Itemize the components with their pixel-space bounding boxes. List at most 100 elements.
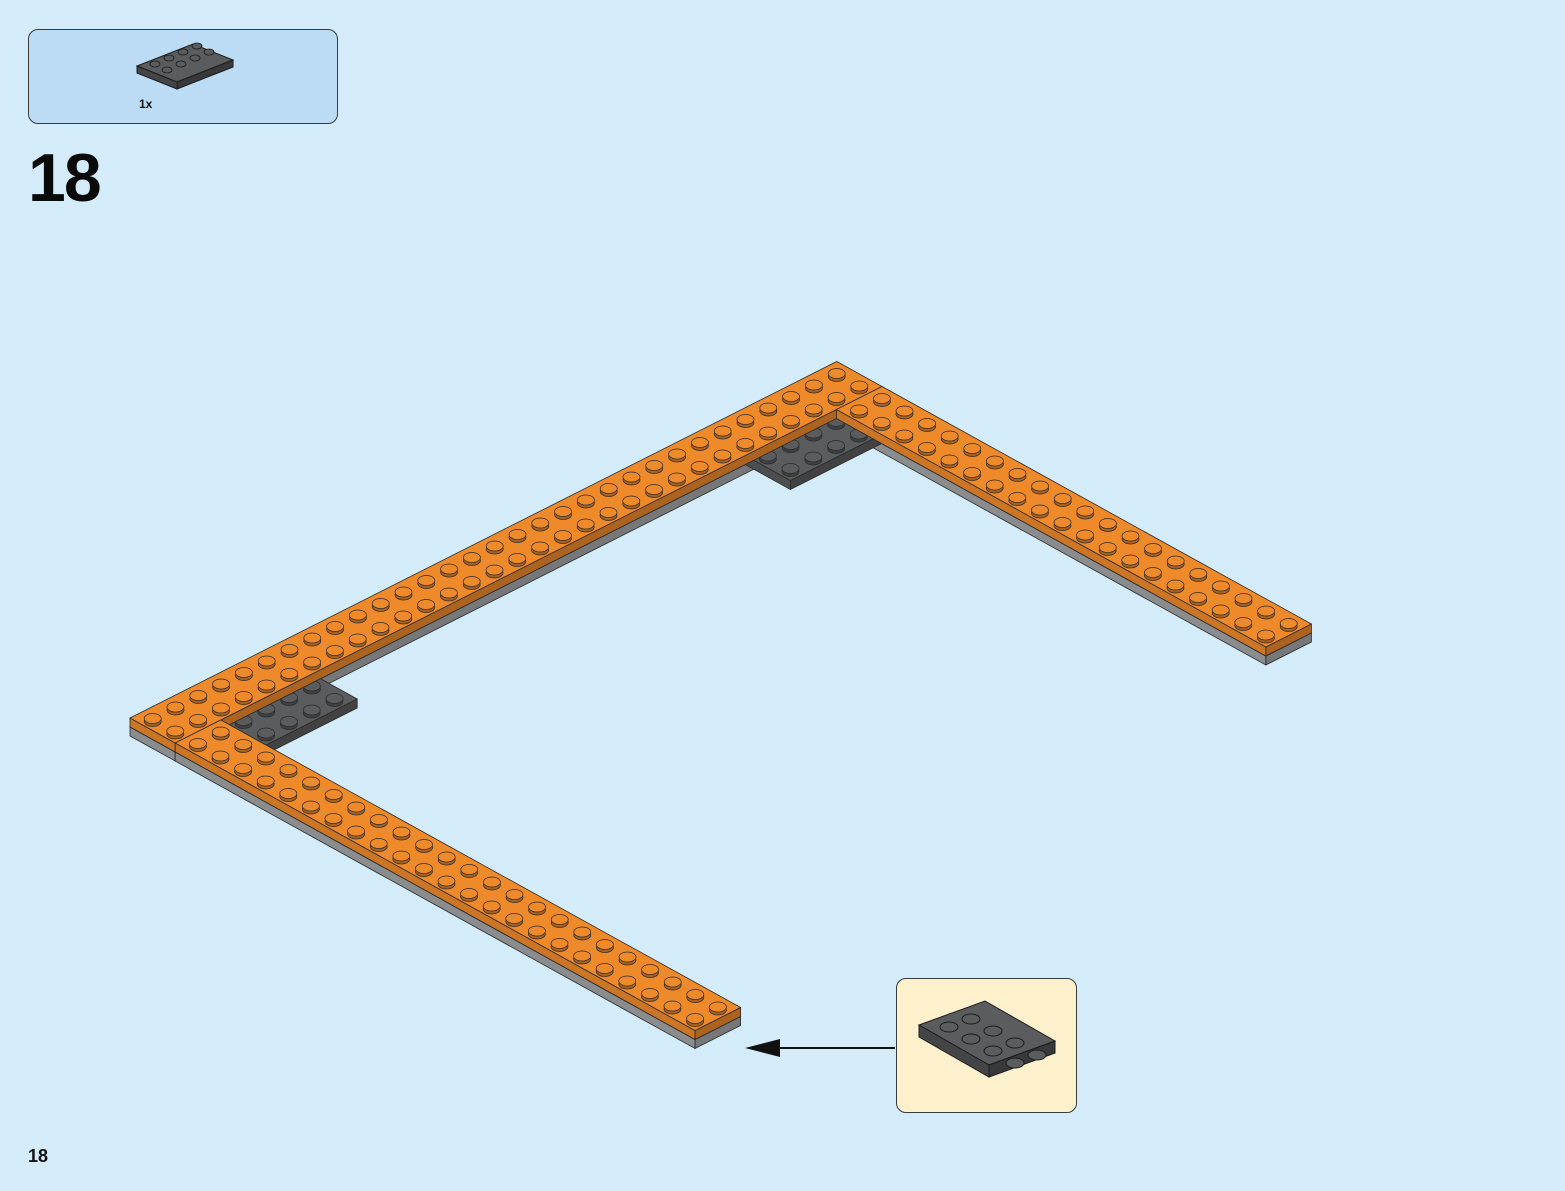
top-plate-stud [528,926,545,936]
corner-plate-stud [326,694,343,704]
top-plate-stud [737,439,754,449]
top-plate-stud [828,369,845,379]
top-plate-stud [348,826,365,836]
top-plate-stud [302,801,319,811]
top-plate-stud [463,553,480,563]
top-plate-stud [641,989,658,999]
top-plate-stud [304,633,321,643]
top-plate-stud [623,496,640,506]
top-plate-stud [349,634,366,644]
top-plate-stud [964,468,981,478]
top-plate-stud [1212,605,1229,615]
top-plate-stud [325,790,342,800]
top-plate-stud [463,577,480,587]
top-plate-stud [1167,556,1184,566]
top-plate-stud [212,751,229,761]
top-plate-stud [235,740,252,750]
top-plate-stud [212,703,229,713]
top-plate-stud [714,450,731,460]
top-plate-stud [577,519,594,529]
top-plate-stud [646,485,663,495]
top-plate-stud [1258,606,1275,616]
top-plate-stud [1190,593,1207,603]
top-plate-stud [441,564,458,574]
top-plate-stud [919,419,936,429]
top-plate-stud [281,645,298,655]
top-plate-stud [646,461,663,471]
top-plate-stud [461,889,478,899]
top-plate-stud [1099,543,1116,553]
top-plate-stud [577,495,594,505]
corner-plate-stud [782,464,799,474]
top-plate-stud [964,444,981,454]
top-plate [836,387,1311,648]
top-plate-stud [213,679,230,689]
top-plate-stud [1257,630,1274,640]
top-plate-stud [257,752,274,762]
top-plate-stud [687,990,704,1000]
top-plate-stud [1212,581,1229,591]
top-plate-stud [1145,544,1162,554]
top-plate-stud [941,455,958,465]
top-plate-stud [349,610,366,620]
top-plate-stud [619,952,636,962]
top-plate-stud [144,714,161,724]
top-plate-stud [506,914,523,924]
top-plate-stud [555,507,572,517]
base-plate-side [836,419,1265,666]
top-plate-stud [600,484,617,494]
top-plate-stud [669,449,686,459]
top-plate-stud [235,692,252,702]
top-plate [130,362,882,744]
top-plate-stud [393,851,410,861]
top-plate-stud [1167,580,1184,590]
top-plate-stud [1122,531,1139,541]
top-plate-stud [574,951,591,961]
top-plate-stud [395,611,412,621]
top-plate-stud [304,657,321,667]
top-plate-stud [1009,493,1026,503]
top-plate-stud [370,839,387,849]
top-plate-stud [1054,494,1071,504]
top-plate-stud [393,827,410,837]
top-plate-stud [325,814,342,824]
top-plate-stud [189,739,206,749]
corner-plate-stud [828,441,845,451]
top-plate-stud [506,890,523,900]
top-plate-stud [370,815,387,825]
top-plate-stud [1190,569,1207,579]
top-plate-stud [1009,469,1026,479]
corner-plate-stud [258,728,275,738]
top-plate-stud [687,1014,704,1024]
top-plate-stud [1122,555,1139,565]
top-plate-stud [737,415,754,425]
top-plate-stud [258,680,275,690]
top-plate-stud [167,702,184,712]
top-plate-stud [235,764,252,774]
top-plate-stud [1031,505,1048,515]
top-plate-stud [372,599,389,609]
top-plate-stud [851,381,868,391]
top-plate-stud [280,765,297,775]
top-plate-stud [664,1001,681,1011]
top-plate-stud [551,939,568,949]
top-plate-stud [529,902,546,912]
top-plate-stud [1099,519,1116,529]
top-plate-stud [828,393,845,403]
top-plate-stud [372,623,389,633]
top-plate-stud [486,541,503,551]
corner-plate-stud [280,717,297,727]
top-plate-stud [167,726,184,736]
top-plate-stud [783,392,800,402]
top-plate-stud [418,600,435,610]
top-plate-stud [532,518,549,528]
top-plate-stud [415,864,432,874]
top-plate-stud [619,976,636,986]
top-plate-stud [554,531,571,541]
top-plate-stud [1077,506,1094,516]
top-plate-side [836,410,1265,657]
top-plate-stud [760,427,777,437]
top-plate-stud [303,777,320,787]
top-plate-stud [326,646,343,656]
top-plate-stud [918,443,935,453]
